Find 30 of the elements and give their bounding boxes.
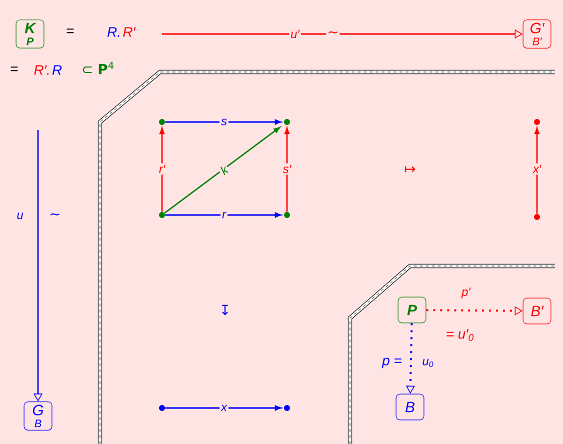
math-label: R′. — [32, 64, 52, 76]
arrow — [165, 212, 282, 218]
arrow — [284, 128, 290, 212]
math-label: ∼ — [326, 30, 340, 38]
arrow — [534, 128, 540, 214]
label-box: P — [398, 296, 426, 324]
edge-label: u′ — [289, 28, 301, 40]
math-label: ⊂ P$^{4}$ — [80, 60, 116, 76]
label-box: K P — [16, 20, 44, 48]
edge-label: k — [216, 162, 232, 178]
math-label: R′ — [122, 26, 136, 38]
math-label: ∼ — [48, 212, 62, 220]
math-label: R. — [106, 26, 122, 38]
arrow — [164, 126, 280, 214]
edge-label: u$_{0}$ — [420, 357, 436, 369]
edge-label: s — [220, 117, 228, 127]
edge-label: p′ — [460, 286, 472, 300]
math-label: p = — [381, 356, 403, 370]
math-label: R — [50, 64, 64, 76]
math-label: = — [8, 66, 20, 74]
label-box: B — [396, 394, 424, 420]
arrow — [165, 405, 282, 411]
math-label: ↧ — [218, 304, 232, 316]
label-box: G B — [24, 402, 52, 430]
math-label: = — [64, 28, 76, 36]
label-box: G′ B′ — [522, 20, 552, 48]
math-label: = u′$_{0}$ — [444, 328, 476, 342]
arrow — [165, 119, 282, 125]
label-box: B′ — [522, 298, 552, 324]
arrow — [159, 128, 165, 212]
